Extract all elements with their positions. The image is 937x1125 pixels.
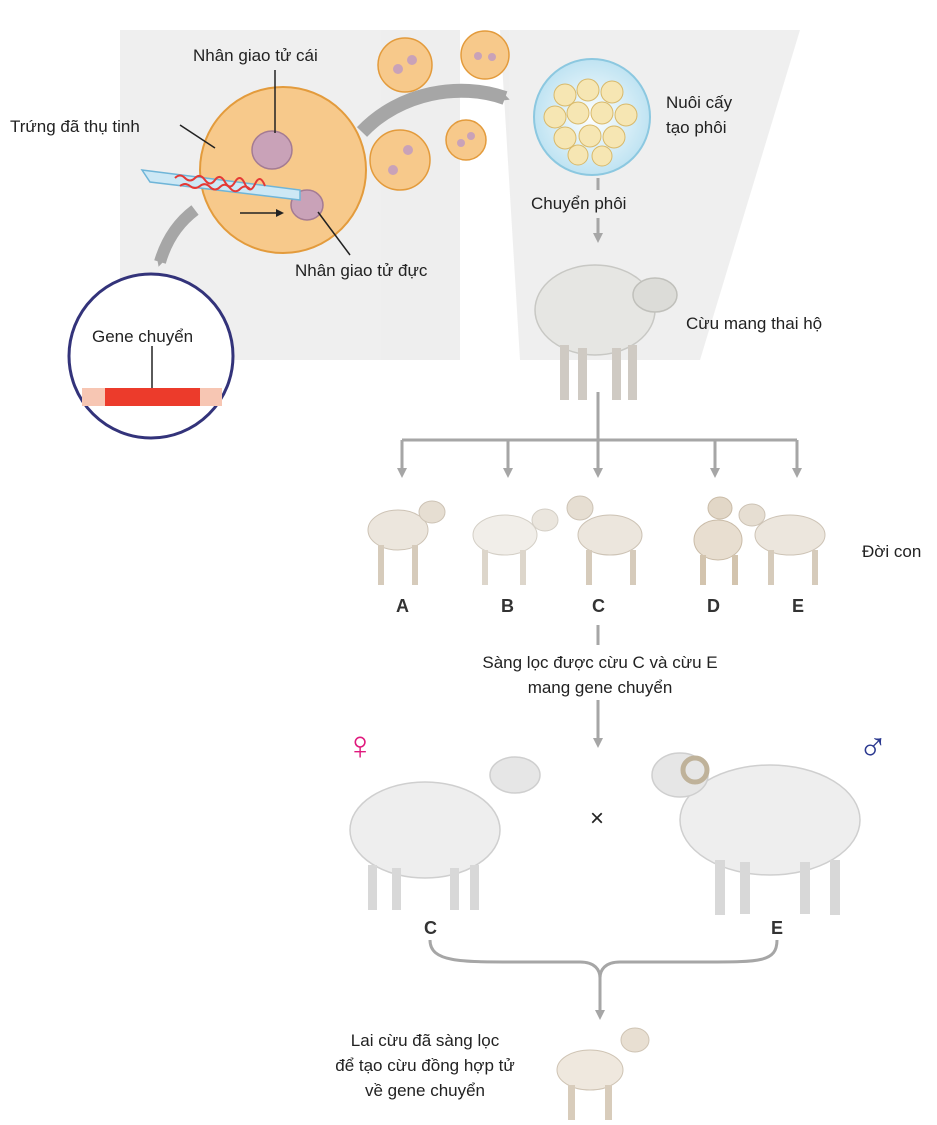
lamb-e (739, 504, 825, 585)
label-screening-line1: Sàng lọc được cừu C và cừu E (440, 652, 760, 674)
lamb-b (473, 509, 558, 585)
offspring-letter-a: A (396, 596, 409, 617)
fertilized-egg (200, 87, 366, 253)
offspring-letter-c: C (592, 596, 605, 617)
label-female-nucleus: Nhân giao tử cái (193, 45, 318, 67)
label-final-line3: về gene chuyển (305, 1080, 545, 1102)
label-final-line2: để tạo cừu đồng hợp tử (305, 1055, 545, 1077)
male-symbol: ♂ (858, 726, 888, 766)
label-culture-line1: Nuôi cấy (666, 92, 732, 114)
parent-sheep-e (652, 753, 860, 915)
cross-sign: × (590, 808, 604, 830)
label-screening-line2: mang gene chuyển (440, 677, 760, 699)
label-surrogate: Cừu mang thai hộ (686, 313, 822, 335)
lamb-d (694, 497, 742, 585)
offspring-letter-d: D (707, 596, 720, 617)
lamb-a (368, 501, 445, 585)
label-male-nucleus: Nhân giao tử đực (295, 260, 427, 282)
label-embryo-transfer: Chuyển phôi (531, 193, 626, 215)
cross-brace (430, 940, 777, 978)
parent-letter-c: C (424, 918, 437, 939)
embryo-culture (534, 59, 650, 175)
parent-sheep-c (350, 757, 540, 910)
offspring-letter-b: B (501, 596, 514, 617)
female-symbol: ♀ (345, 726, 375, 766)
lamb-c (567, 496, 642, 585)
label-culture-line2: tạo phôi (666, 117, 727, 139)
parent-letter-e: E (771, 918, 783, 939)
offspring-letter-e: E (792, 596, 804, 617)
homozygous-lamb (557, 1028, 649, 1120)
label-fertilized-egg: Trứng đã thụ tinh (10, 116, 140, 138)
label-transgene: Gene chuyển (92, 326, 193, 348)
transgene-magnifier (69, 274, 233, 438)
label-offspring: Đời con (862, 541, 921, 563)
label-final-line1: Lai cừu đã sàng lọc (305, 1030, 545, 1052)
offspring-branch (402, 392, 797, 473)
